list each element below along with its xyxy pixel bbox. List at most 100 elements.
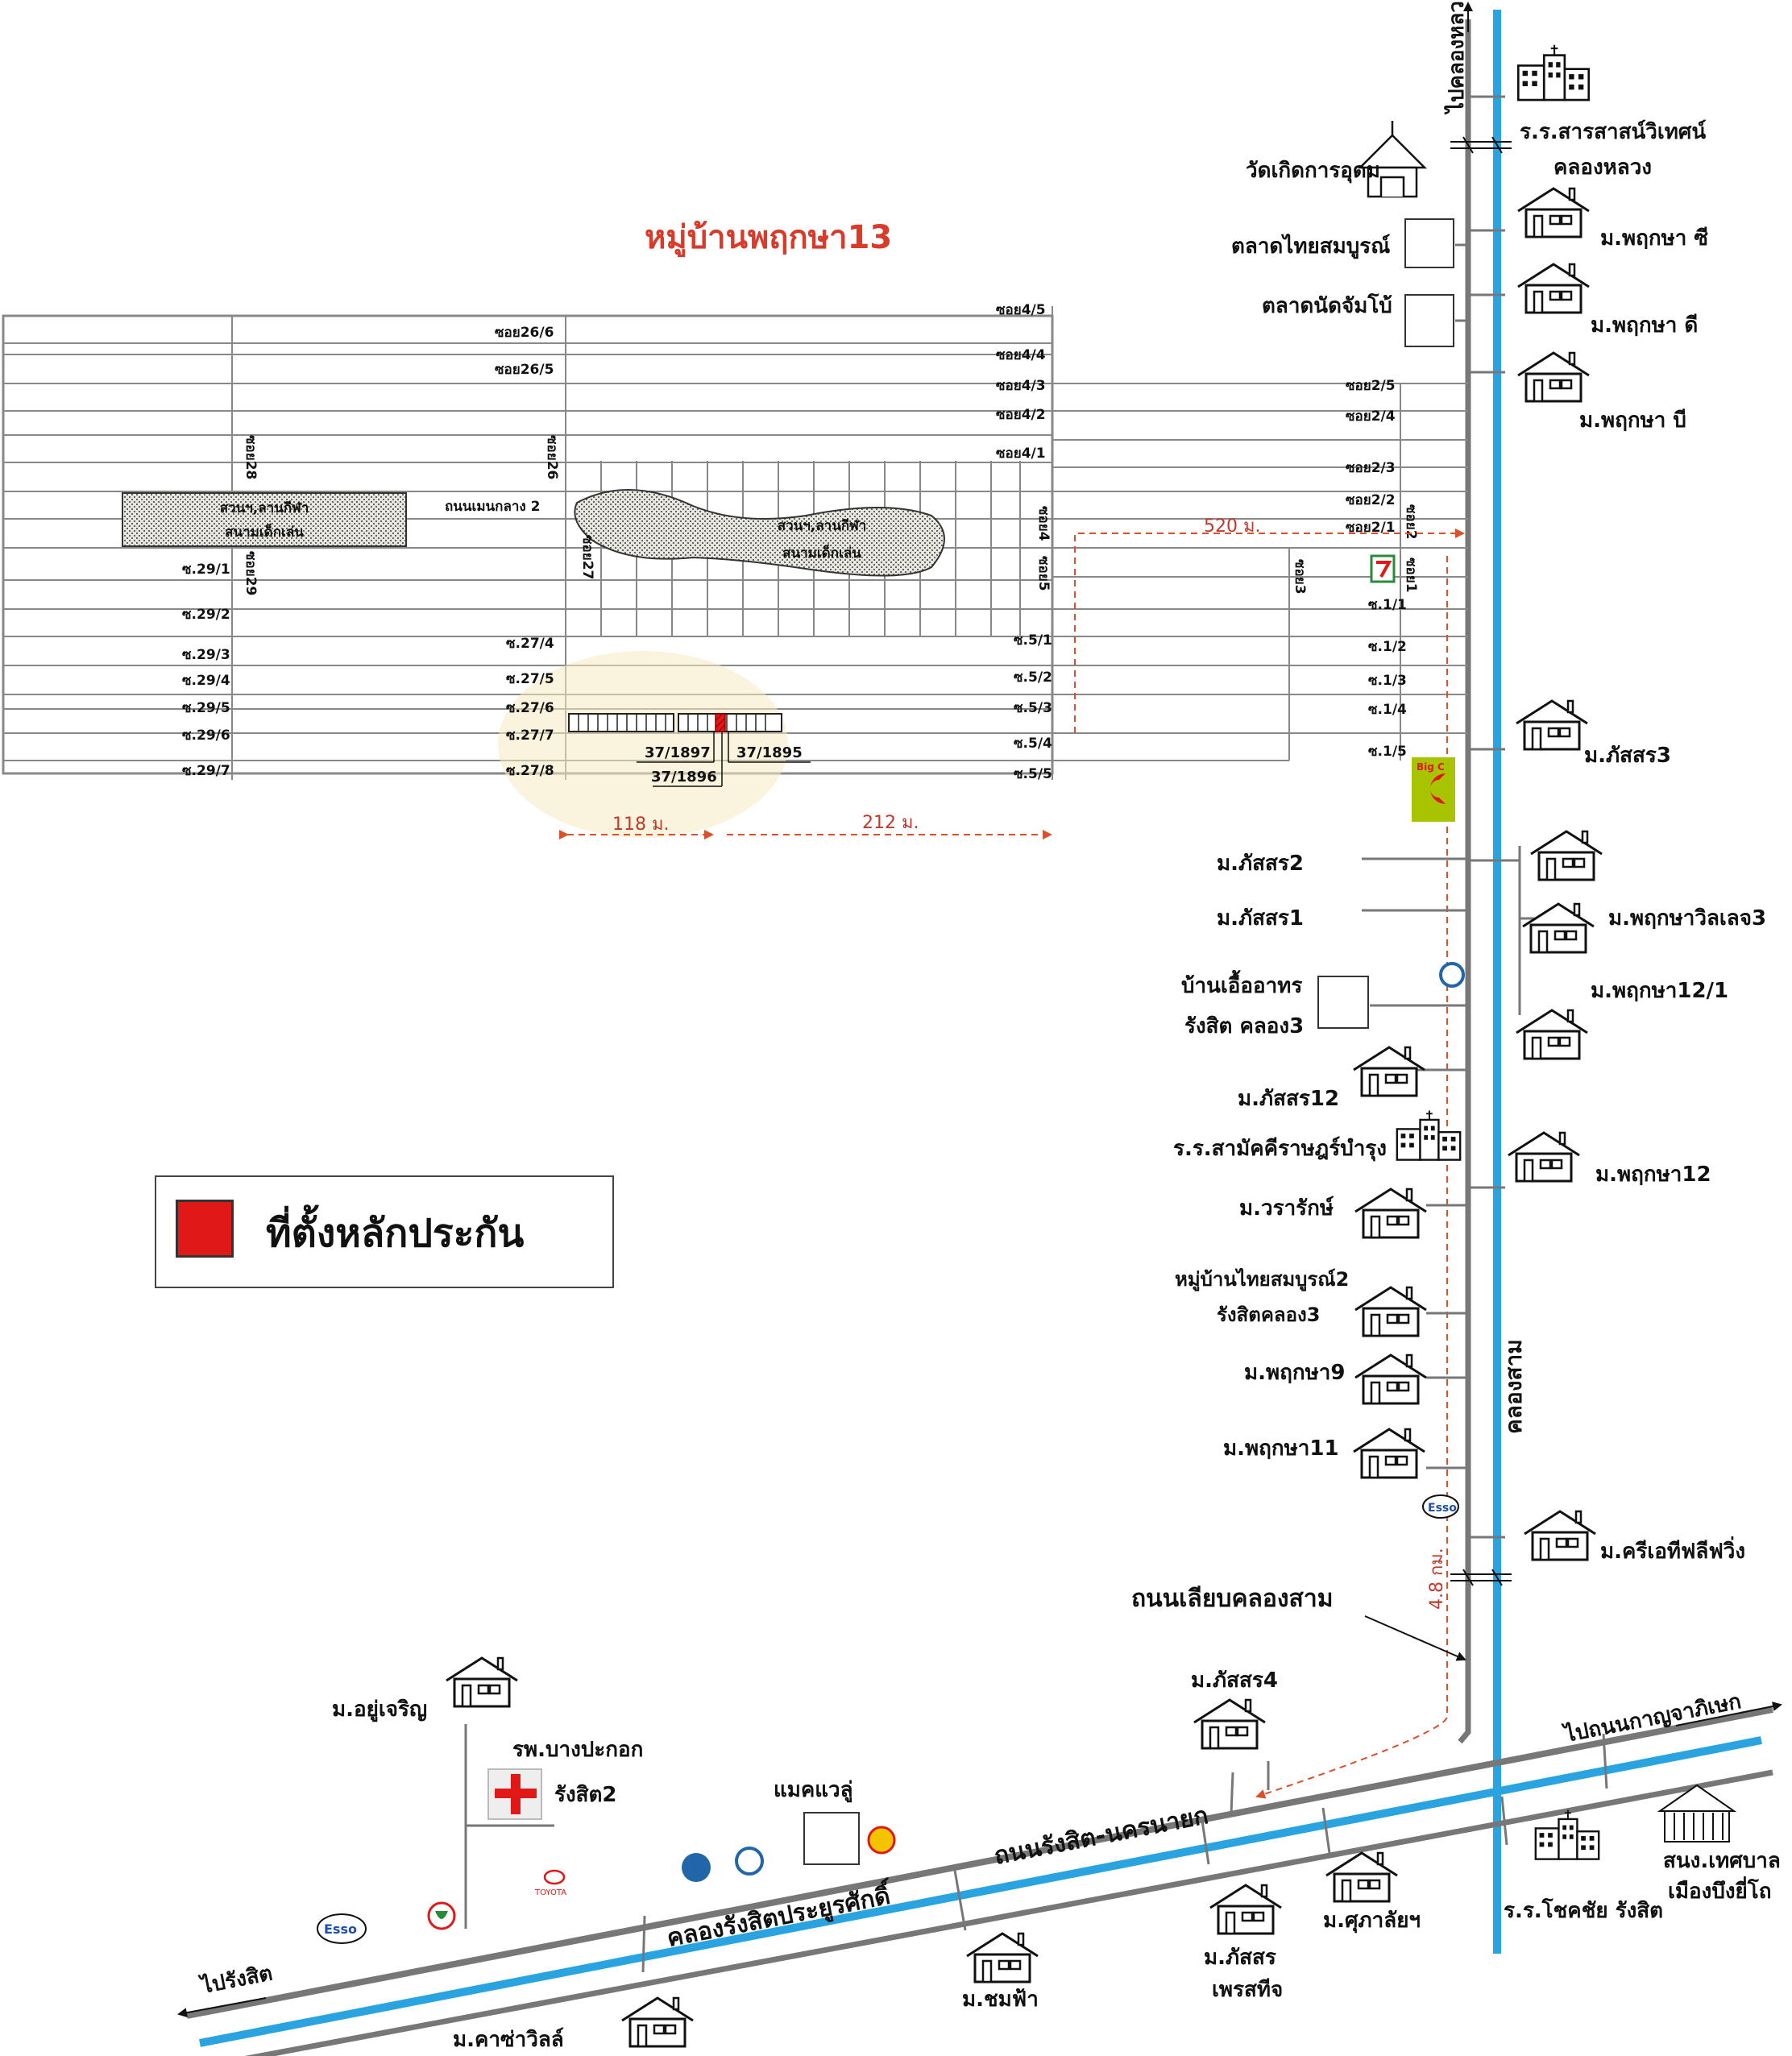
soi-2-3: ซอย2/3 [1346, 460, 1396, 476]
house-wara-icon [1354, 1188, 1428, 1239]
toyota-logo: TOYOTA [534, 1869, 566, 1897]
soi-29-4: ซ.29/4 [182, 673, 230, 689]
dist-520: 520 ม. [1204, 516, 1260, 537]
plot-37-1896: 37/1896 [651, 769, 717, 786]
dim-48-line [1255, 556, 1448, 1799]
esso-logo-left [317, 1913, 367, 1944]
arrow-to-east [1675, 1702, 1782, 1726]
bank-logo-ktb-leaf [435, 1911, 448, 1919]
school-mid-icon [1396, 1109, 1462, 1161]
village-grid [2, 306, 1468, 780]
road-pointer [1364, 1615, 1466, 1661]
legend-swatch [176, 1200, 234, 1258]
soi-2-2: ซอย2/2 [1346, 492, 1396, 508]
house-ayu-icon [445, 1656, 519, 1708]
soi-1-1: ซ.1/1 [1368, 597, 1407, 613]
soi-29-2: ซ.29/2 [182, 607, 230, 623]
soi-29: ซอย29 [243, 551, 259, 595]
place-muni2: เมืองบึงยี่โถ [1668, 1876, 1771, 1904]
soi-2-1: ซอย2/1 [1346, 520, 1396, 536]
place-p11: ม.พฤกษา11 [1223, 1436, 1339, 1461]
soi-1-2: ซ.1/2 [1368, 639, 1407, 655]
canal-khlong-sam-label: คลองสาม [1500, 1339, 1527, 1434]
house-p121-icon [1515, 1009, 1589, 1060]
house-pv3b-icon [1521, 902, 1595, 954]
esso-logo-right [1422, 1494, 1459, 1519]
house-supa-icon [1325, 1851, 1399, 1903]
soi-2-4: ซอย2/4 [1346, 408, 1396, 425]
bigc-logo: Big C [1412, 757, 1455, 822]
arrow-to-west [177, 1997, 267, 2018]
soi-4-5: ซอย4/5 [996, 302, 1046, 318]
soi-29-5: ซ.29/5 [182, 700, 230, 716]
plot-37-1895: 37/1895 [736, 744, 803, 761]
place-psp2: เพรสทีจ [1212, 1978, 1283, 2002]
school-north-label2: คลองหลวง [1553, 155, 1652, 180]
road-rangsit-label: ถนนรังสิต-นครนายก [992, 1801, 1211, 1871]
soi-1-5: ซ.1/5 [1368, 744, 1407, 760]
road-inner-main-label: ถนนเมนกลาง 2 [445, 499, 540, 515]
hospital-icon [487, 1768, 542, 1820]
soi-1-4: ซ.1/4 [1368, 702, 1407, 718]
soi-1-3: ซ.1/3 [1368, 673, 1407, 689]
soi-5-1: ซ.5/1 [1014, 632, 1052, 649]
house-p9-icon [1354, 1353, 1428, 1405]
soi-4-2: ซอย4/2 [996, 407, 1046, 423]
temple-label: วัดเกิดการอุดม [1246, 159, 1380, 184]
place-chok: ร.ร.โชคชัย รังสิต [1504, 1897, 1663, 1923]
soi-4: ซอย4 [1035, 506, 1052, 541]
municipal-office-icon [1657, 1784, 1737, 1843]
market-thai-icon [1404, 218, 1454, 268]
park-left-line1: สวนฯ,ลานกีฬา [220, 499, 309, 516]
place-ayu: ม.อยู่เจริญ [332, 1697, 427, 1722]
esso-text-right: Esso [1428, 1502, 1457, 1515]
place-p12: ม.พฤกษา12 [1595, 1163, 1711, 1187]
bigc-text: Big C [1417, 761, 1445, 773]
park-center-line2: สนามเด็กเล่น [782, 543, 861, 562]
esso-text-left: Esso [324, 1921, 357, 1937]
soi-26-5: ซอย26/5 [495, 362, 554, 378]
school-mid-label: ร.ร.สามัคคีราษฎร์บำรุง [1173, 1136, 1387, 1162]
soi-27-5: ซ.27/5 [506, 671, 554, 687]
soi-26-6: ซอย26/6 [495, 325, 554, 341]
hosp-label2: รังสิต2 [554, 1783, 617, 1807]
soi-5-2: ซ.5/2 [1014, 669, 1052, 686]
market-jumbo-label: ตลาดนัดจัมโบ้ [1262, 292, 1392, 318]
market-thai-label: ตลาดไทยสมบูรณ์ [1231, 233, 1390, 259]
plot-callouts [637, 732, 811, 787]
soi-2: ซอย2 [1403, 504, 1419, 540]
soi-27-4: ซ.27/4 [506, 636, 554, 652]
place-ps2: ม.ภัสสร2 [1217, 852, 1304, 876]
soi-29-3: ซ.29/3 [182, 647, 230, 663]
road-break-north [1450, 136, 1512, 154]
soi-27-7: ซ.27/7 [506, 727, 554, 744]
road-khlong-sam-lower [1458, 1664, 1471, 1744]
soi-5-4: ซ.5/4 [1014, 736, 1052, 752]
soi-3: ซอย3 [1292, 559, 1308, 595]
house-pd-icon [1516, 263, 1591, 314]
soi-27-6: ซ.27/6 [506, 700, 554, 716]
road-break-south [1450, 1569, 1512, 1586]
place-cre: ม.ครีเอทีฟลีฟวิ่ง [1600, 1536, 1745, 1564]
soi-5-5: ซ.5/5 [1014, 766, 1052, 782]
school-north-icon [1516, 44, 1591, 102]
road-to-north-label: ไปคลองหลวง [1443, 0, 1469, 115]
place-p9: ม.พฤกษา9 [1244, 1361, 1345, 1385]
soi-27: ซอย27 [579, 535, 595, 579]
place-wara: ม.วรารักษ์ [1239, 1196, 1334, 1221]
soi-1: ซอย1 [1403, 558, 1419, 593]
place-muni1: สนง.เทศบาล [1663, 1849, 1781, 1873]
soi-28: ซอย28 [243, 435, 259, 479]
place-thai1: หมู่บ้านไทยสมบูรณ์2 [1175, 1267, 1349, 1291]
house-cre-icon [1523, 1510, 1597, 1561]
legend-box: ที่ตั้งหลักประกัน [155, 1175, 614, 1288]
house-pc-icon [1516, 187, 1591, 238]
dist-212: 212 ม. [862, 813, 919, 833]
park-left-line2: สนามเด็กเล่น [225, 522, 304, 541]
place-pb: ม.พฤกษา บี [1579, 408, 1686, 433]
place-ps1: ม.ภัสสร1 [1217, 906, 1304, 931]
place-p121: ม.พฤกษา12/1 [1591, 979, 1728, 1003]
road-khlong-sam-label: ถนนเลียบคลองสาม [1131, 1585, 1334, 1613]
soi-5-3: ซ.5/3 [1014, 700, 1052, 716]
